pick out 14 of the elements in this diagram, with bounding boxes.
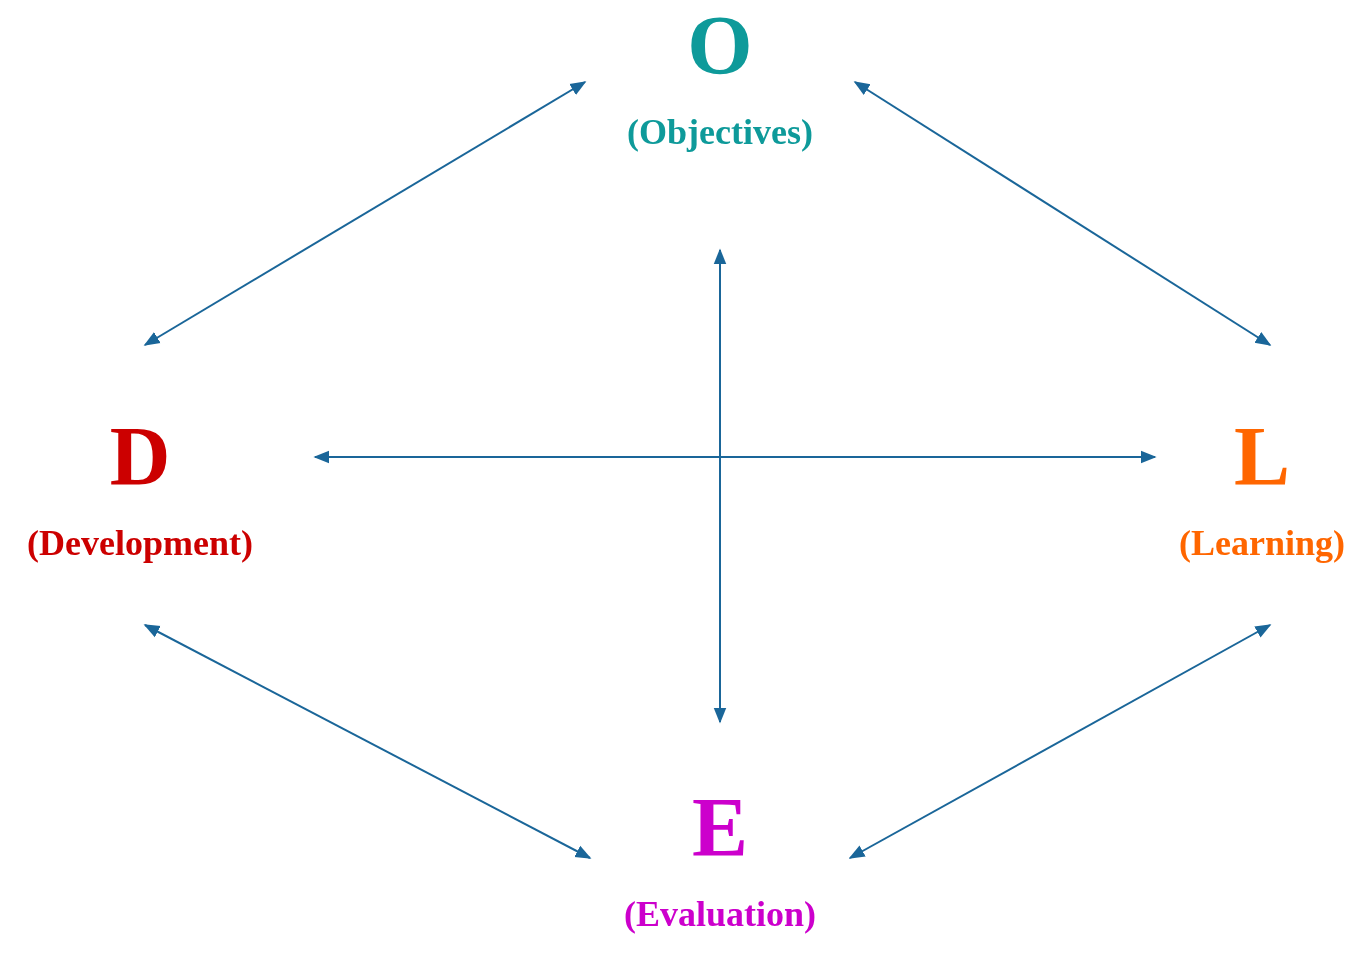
- letter-heading: L: [1234, 413, 1290, 501]
- double-arrow: [143, 624, 592, 859]
- double-arrow: [313, 450, 1157, 464]
- double-arrow: [848, 624, 1272, 859]
- letter-heading: O: [687, 2, 753, 90]
- double-arrow: [143, 81, 587, 346]
- node-caption: (Objectives): [627, 112, 813, 152]
- node-caption: (Learning): [1179, 523, 1345, 563]
- double-arrow: [713, 248, 727, 724]
- letter-heading: E: [692, 784, 748, 872]
- letter-heading: D: [109, 413, 171, 501]
- node-caption: (Evaluation): [624, 894, 816, 934]
- double-arrow: [853, 81, 1272, 346]
- node-caption: (Development): [27, 523, 253, 563]
